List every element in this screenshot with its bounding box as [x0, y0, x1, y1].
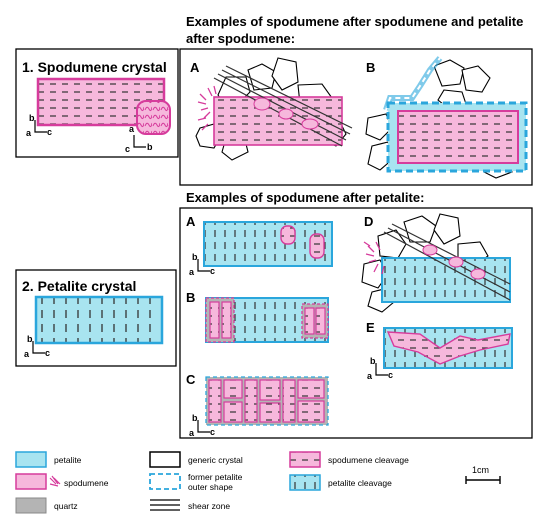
label-top-a: A: [190, 60, 200, 75]
spodumene-zone-bot-e: [386, 331, 511, 365]
heading-bottom: Examples of spodumene after petalite:: [186, 190, 424, 205]
axes-side: [34, 120, 47, 133]
shear-zone-top-a: [213, 65, 353, 147]
spodumene-blocks-bot-c: [208, 379, 325, 423]
legend-petalite-swatch: [15, 451, 47, 468]
axis-label-b2: b: [147, 142, 153, 152]
label-bot-c: C: [186, 372, 196, 387]
legend-spodumene-fibers: [49, 475, 61, 487]
legend-quartz-label: quartz: [54, 501, 78, 511]
axis-label-c5: c: [210, 427, 215, 437]
legend-spodumene-cleavage-label: spodumene cleavage: [328, 455, 409, 465]
legend-petalite-cleavage-swatch: [289, 474, 321, 491]
legend: petalite spodumene quartz generic crysta…: [15, 451, 501, 514]
scale-label: 1cm: [472, 465, 489, 475]
axes-end: [133, 135, 146, 148]
legend-petalite-cleavage-label: petalite cleavage: [328, 478, 392, 488]
panel-top-examples: A B: [179, 48, 533, 186]
legend-shear-zone-label: shear zone: [188, 501, 230, 511]
axis-label-b: b: [29, 113, 35, 123]
legend-spodumene-label: spodumene: [64, 478, 109, 488]
panel-petalite-crystal: 2. Petalite crystal b a c: [15, 269, 177, 367]
label-top-b: B: [366, 60, 375, 75]
legend-former-petalite-swatch: [149, 473, 181, 490]
panel-bottom-examples: A b a c B C: [179, 207, 533, 439]
label-bot-a: A: [186, 214, 196, 229]
petalite-bot-d: [381, 257, 511, 303]
spodumene-new-top-a: [253, 97, 319, 130]
legend-petalite-label: petalite: [54, 455, 82, 465]
label-bot-e: E: [366, 320, 375, 335]
axis-label-b4: b: [192, 252, 198, 262]
legend-spodumene-cleavage-swatch: [289, 451, 321, 468]
legend-generic-crystal-label: generic crystal: [188, 455, 243, 465]
axis-label-a4: a: [189, 267, 195, 277]
spodumene-fibers-top-a: [197, 85, 217, 131]
petalite-bot-a: [203, 221, 333, 267]
label-bot-d: D: [364, 214, 373, 229]
legend-quartz-swatch: [15, 497, 47, 514]
panel2-title: 2. Petalite crystal: [22, 278, 136, 294]
panel1-title: 1. Spodumene crystal: [22, 59, 167, 75]
axis-label-a6: a: [367, 371, 373, 381]
axis-label-b5: b: [192, 413, 198, 423]
petalite-crystal: [34, 295, 164, 345]
legend-spodumene-swatch: [15, 473, 47, 490]
spodumene-crystal-top-b: [397, 110, 519, 164]
heading-top-line2: after spodumene:: [186, 31, 295, 46]
spodumene-pods-bot-a: [280, 225, 325, 259]
axis-label-a5: a: [189, 428, 195, 438]
spodumene-cross-section: [136, 100, 171, 135]
legend-former-petalite-label1: former petalite: [188, 472, 243, 482]
panel-spodumene-crystal: 1. Spodumene crystal b a c a c b: [15, 48, 179, 158]
legend-generic-crystal-swatch: [149, 451, 181, 468]
legend-former-petalite-label2: outer shape: [188, 482, 233, 492]
axis-label-a2: a: [129, 124, 135, 134]
heading-top-line1: Examples of spodumene after spodumene an…: [186, 14, 523, 29]
axis-label-c2: c: [125, 144, 130, 154]
scale-bar: [465, 476, 501, 484]
axis-label-c3: c: [45, 348, 50, 358]
legend-shear-zone-swatch: [150, 499, 180, 511]
axis-label-b6: b: [370, 356, 376, 366]
spodumene-new-bot-d: [422, 244, 486, 280]
axis-label-c6: c: [388, 370, 393, 380]
axis-label-c: c: [47, 127, 52, 137]
label-bot-b: B: [186, 290, 195, 305]
axis-label-a: a: [26, 128, 32, 138]
axis-label-a3: a: [24, 349, 30, 359]
axis-label-c4: c: [210, 266, 215, 276]
axis-label-b3: b: [27, 334, 33, 344]
